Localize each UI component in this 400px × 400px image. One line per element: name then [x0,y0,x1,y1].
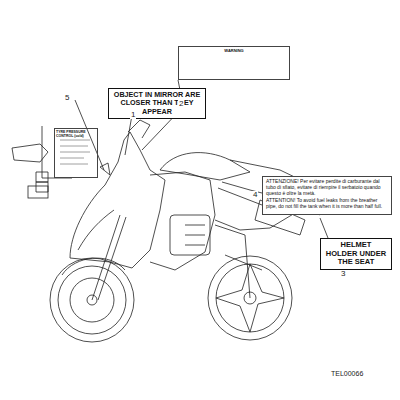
decal-text: OBJECT IN MIRROR ARE CLOSER THAN THEY AP… [112,91,202,116]
callout-number: 4 [252,191,258,199]
decal-label: ATTENZIONE! Per evitare perdite di carbu… [262,176,392,215]
decal-text: ATTENZIONE! Per evitare perdite di carbu… [266,179,388,196]
callout-number: 5 [64,94,70,102]
callout-number: 3 [340,270,346,278]
decal-text: ATTENTION! To avoid fuel leaks from the … [266,198,388,210]
decal-label: WARNING [178,46,290,80]
decal-text: HELMET HOLDER UNDER THE SEAT [324,241,388,267]
decal-label: OBJECT IN MIRROR ARE CLOSER THAN THEY AP… [108,88,206,119]
decal-label: TYRE PRESSURE CONTROL (cold) [54,128,98,178]
callout-number: 1 [130,111,136,119]
callout-number: 2 [178,100,184,108]
drawing-code: TEL00066 [330,370,364,377]
decal-text: TYRE PRESSURE CONTROL (cold) [56,130,96,138]
decal-text: WARNING [181,49,287,54]
decal-label: HELMET HOLDER UNDER THE SEAT [320,238,392,270]
